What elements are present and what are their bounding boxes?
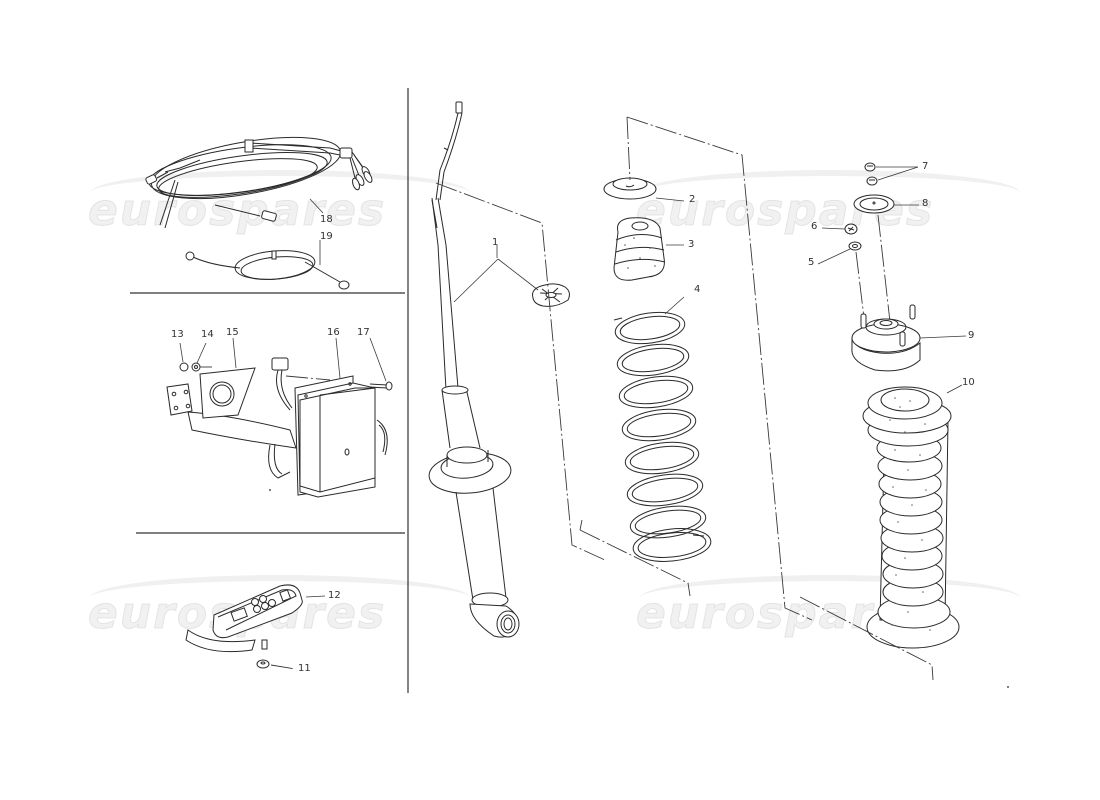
connecting-cable-drawing [185,250,350,290]
wiring-harness-drawing [145,136,373,229]
assembly-guide-line [435,182,606,561]
strut-mount-drawing [851,304,921,372]
damping-switch-drawing [185,584,303,669]
shock-absorber-drawing [428,101,570,638]
callout-5: 5 [808,257,815,268]
callout-9: 9 [968,330,975,341]
assembly-guide-line [877,214,891,323]
assembly-guide-line [799,596,934,681]
plate-washer-drawing [853,194,895,214]
top-nuts-drawing [864,162,878,186]
callout-4: 4 [694,284,701,295]
control-unit-drawing [166,357,393,498]
callout-6: 6 [811,221,818,232]
callout-14: 14 [201,329,214,340]
callout-19: 19 [320,231,333,242]
bump-stop-drawing [613,217,666,281]
assembly-guide-line [855,251,865,319]
callout-13: 13 [171,329,184,340]
callout-12: 12 [328,590,341,601]
assembly-guide-line [579,529,691,597]
nut-drawing [844,223,858,235]
callout-18: 18 [320,214,333,225]
assembly-guide-line [579,519,583,531]
callout-2: 2 [689,194,696,205]
washer-drawing [848,241,862,251]
assembly-guide-line [626,116,813,621]
callout-17: 17 [357,327,370,338]
callout-16: 16 [327,327,340,338]
callout-15: 15 [226,327,239,338]
callout-10: 10 [962,377,975,388]
callout-3: 3 [688,239,695,250]
assembly-guide-line [626,116,631,181]
callout-11: 11 [298,663,311,674]
callout-7: 7 [922,161,929,172]
cup-washer-drawing [603,177,657,200]
coil-spring-drawing [613,311,712,562]
callout-1: 1 [492,237,499,248]
callout-8: 8 [922,198,929,209]
dust-boot-drawing [862,386,960,649]
